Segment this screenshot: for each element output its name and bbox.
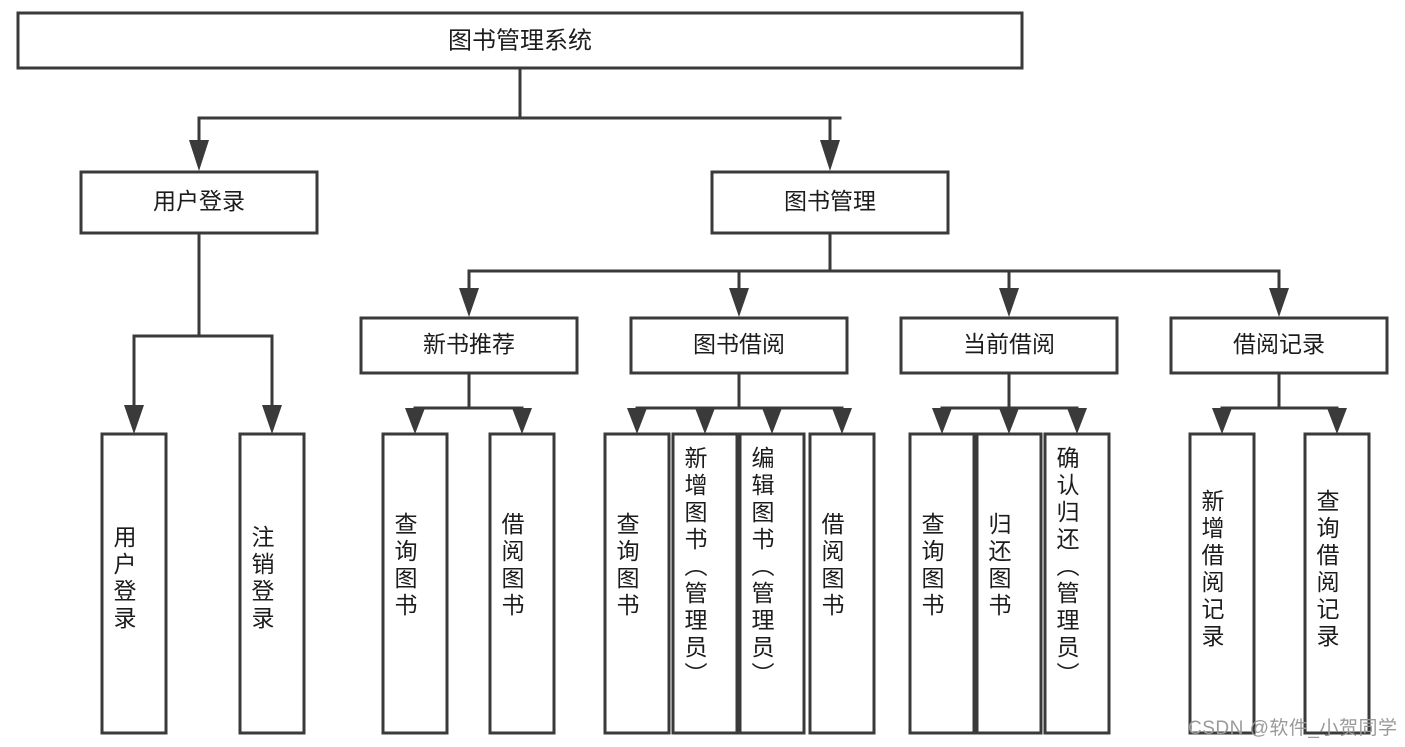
arrow-new-book-leaf-1: [405, 408, 425, 434]
arrow-user-login-leaf-2: [262, 405, 282, 434]
arrow-current-borrow-leaf-3: [1067, 408, 1087, 434]
node-leaf-query-record-box[interactable]: [1303, 432, 1371, 735]
arrow-borrow-record-leaf-2: [1327, 408, 1347, 434]
watermark-text: CSDN @软件_小贺同学: [1188, 718, 1398, 739]
arrow-current-borrow-leaf-2: [999, 408, 1019, 434]
arrow-new-book-leaf-2: [512, 408, 532, 434]
node-leaf-add-record-box[interactable]: [1188, 432, 1256, 735]
arrow-user-login-leaf-1: [124, 405, 144, 434]
node-leaf-edit-book-box[interactable]: [738, 432, 806, 735]
node-leaf-add-book-box[interactable]: [671, 432, 739, 735]
node-new-book-recommend-label: 新书推荐: [423, 331, 515, 357]
node-current-borrow-box[interactable]: [899, 316, 1119, 375]
node-book-mgmt-label: 图书管理: [784, 188, 876, 214]
arrow-book-borrow-leaf-3: [762, 408, 782, 434]
node-user-login-label: 用户登录: [153, 188, 245, 214]
arrow-to-new-book-recommend: [459, 288, 479, 317]
node-user-login-box[interactable]: [79, 170, 319, 235]
node-root-label: 图书管理系统: [448, 27, 592, 54]
arrow-to-book-borrow: [729, 288, 749, 317]
node-leaf-logout-box[interactable]: [238, 432, 306, 735]
node-leaf-return-book-box[interactable]: [975, 432, 1043, 735]
arrow-current-borrow-leaf-1: [932, 408, 952, 434]
node-new-book-recommend-box[interactable]: [359, 316, 579, 375]
arrow-borrow-record-leaf-1: [1212, 408, 1232, 434]
node-leaf-query-book-1-box[interactable]: [381, 432, 449, 735]
node-borrow-record-box[interactable]: [1169, 316, 1389, 375]
node-book-borrow-label: 图书借阅: [693, 331, 785, 357]
node-leaf-confirm-return-box[interactable]: [1043, 432, 1111, 735]
arrow-to-current-borrow: [999, 288, 1019, 317]
arrow-book-borrow-leaf-1: [627, 408, 647, 434]
arrow-root-to-user-login: [189, 140, 209, 171]
connector-layer: [124, 66, 1347, 434]
arrow-book-borrow-leaf-4: [832, 408, 852, 434]
node-leaf-user-login-box[interactable]: [100, 432, 168, 735]
node-leaf-query-book-2-box[interactable]: [603, 432, 671, 735]
node-leaf-query-book-3-box[interactable]: [908, 432, 976, 735]
arrow-root-to-book-mgmt: [820, 140, 840, 171]
arrow-to-borrow-record: [1269, 288, 1289, 317]
node-current-borrow-label: 当前借阅: [963, 331, 1055, 357]
node-book-borrow-box[interactable]: [629, 316, 849, 375]
node-borrow-record-label: 借阅记录: [1233, 331, 1325, 357]
node-layer: 图书管理系统 用户登录 图书管理 新书推荐 图书借阅 当前借阅 借阅记录: [16, 11, 1389, 735]
arrow-book-borrow-leaf-2: [695, 408, 715, 434]
node-leaf-borrow-book-1-box[interactable]: [488, 432, 556, 735]
node-leaf-borrow-book-2-box[interactable]: [808, 432, 876, 735]
node-root-box[interactable]: [16, 11, 1024, 70]
node-book-mgmt-box[interactable]: [710, 170, 950, 235]
